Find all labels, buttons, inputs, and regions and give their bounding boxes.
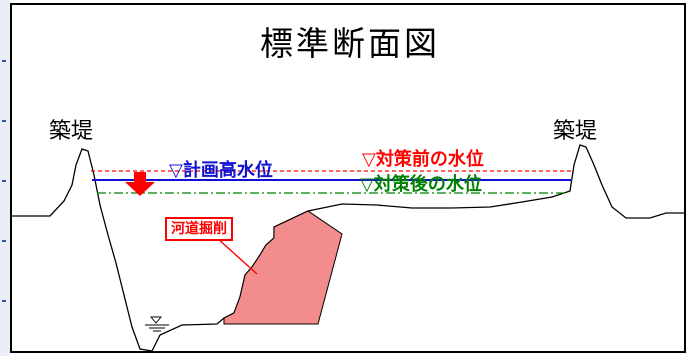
edge-tick bbox=[2, 240, 6, 242]
left-edge-strip bbox=[0, 0, 10, 356]
edge-tick bbox=[2, 120, 6, 122]
edge-tick bbox=[2, 180, 6, 182]
ground-profile bbox=[12, 144, 684, 351]
excavation-label: 河道掘削 bbox=[165, 217, 233, 241]
water-level-icon bbox=[145, 316, 169, 332]
cross-section-drawing bbox=[12, 144, 684, 351]
levee-label-left: 築堤 bbox=[49, 119, 94, 144]
edge-tick bbox=[2, 60, 6, 62]
pre-water-level-label: ▽対策前の水位 bbox=[362, 149, 484, 170]
levee-label-right: 築堤 bbox=[553, 119, 598, 144]
cross-section-figure: 標準断面図 築堤 築堤 ▽計画高水位 ▽対策前の水位 ▽対策後の水位 河道掘削 bbox=[10, 3, 686, 353]
excavation-area bbox=[223, 210, 343, 325]
down-arrow-icon bbox=[125, 172, 155, 196]
excavation-leader-line bbox=[216, 237, 258, 275]
post-water-level-label: ▽対策後の水位 bbox=[360, 174, 482, 195]
planned-hwl-label: ▽計画高水位 bbox=[169, 160, 273, 181]
page-title: 標準断面図 bbox=[260, 24, 440, 63]
edge-tick bbox=[2, 300, 6, 302]
